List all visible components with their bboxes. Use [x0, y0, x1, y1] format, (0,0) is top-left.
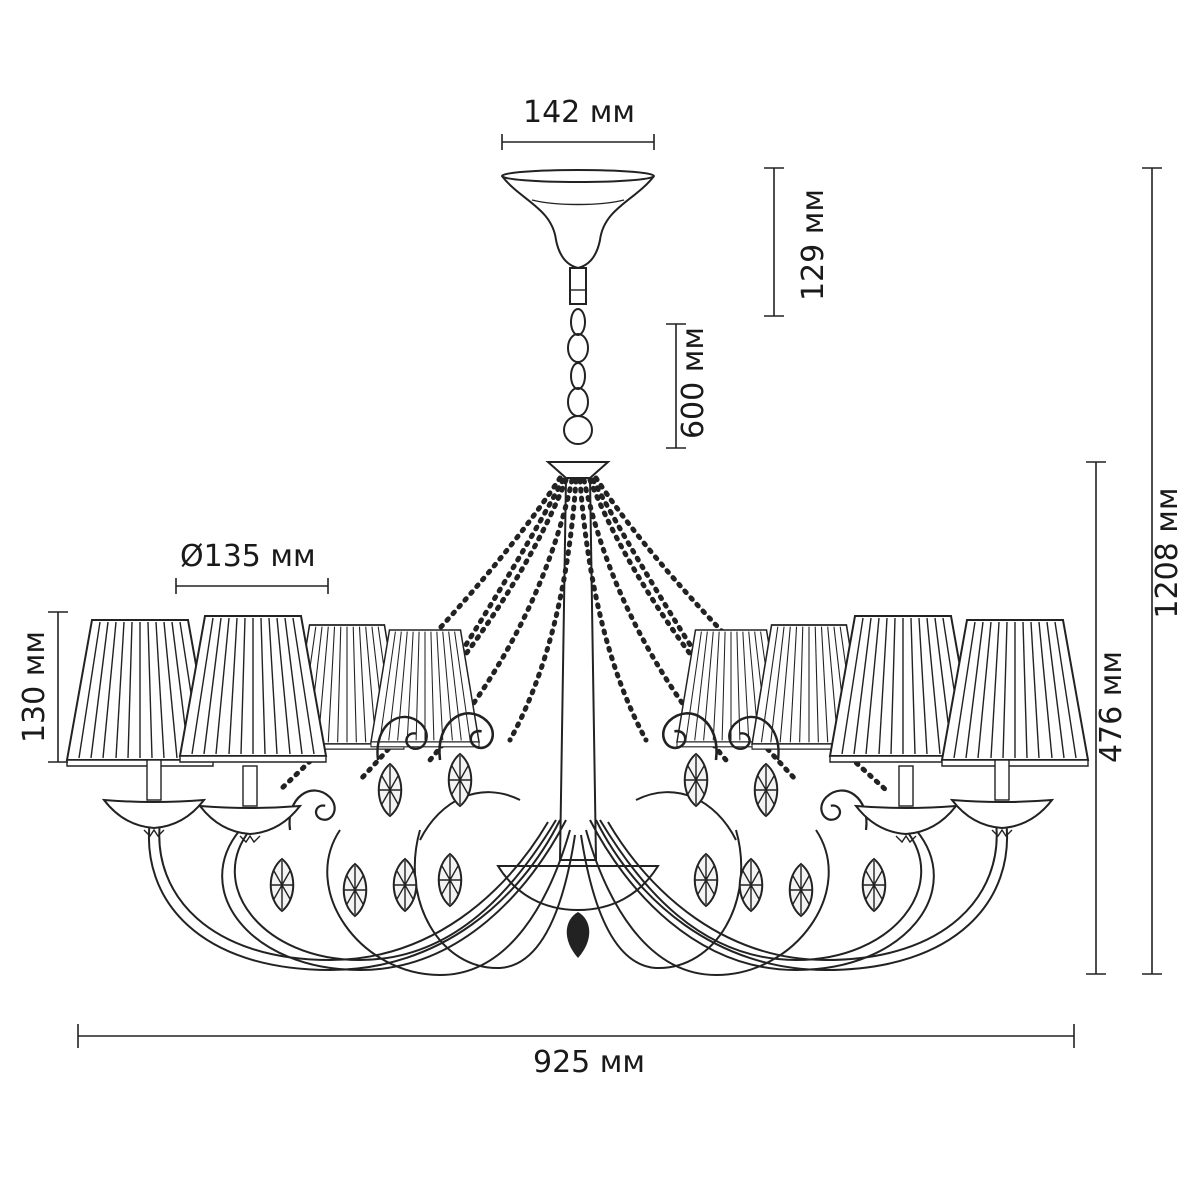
total-height-label: 1208 мм	[1150, 487, 1185, 619]
chain-length-label: 600 мм	[676, 326, 711, 440]
candle-cups	[103, 759, 1053, 843]
bottom-bowl	[496, 865, 660, 958]
shade-diameter-label: Ø135 мм	[180, 539, 316, 574]
body-height-label: 476 мм	[1094, 650, 1129, 764]
canopy-width-label: 142 мм	[523, 95, 636, 130]
dimension-lines	[48, 134, 1162, 1048]
total-width-label: 925 мм	[533, 1045, 646, 1080]
lamp-shades-back	[289, 624, 867, 750]
central-column	[545, 461, 611, 861]
shade-height-label: 130 мм	[17, 630, 52, 744]
lamp-shades-front	[66, 615, 1089, 767]
canopy	[501, 169, 655, 305]
canopy-height-label: 129 мм	[796, 188, 831, 302]
chain	[563, 308, 593, 445]
